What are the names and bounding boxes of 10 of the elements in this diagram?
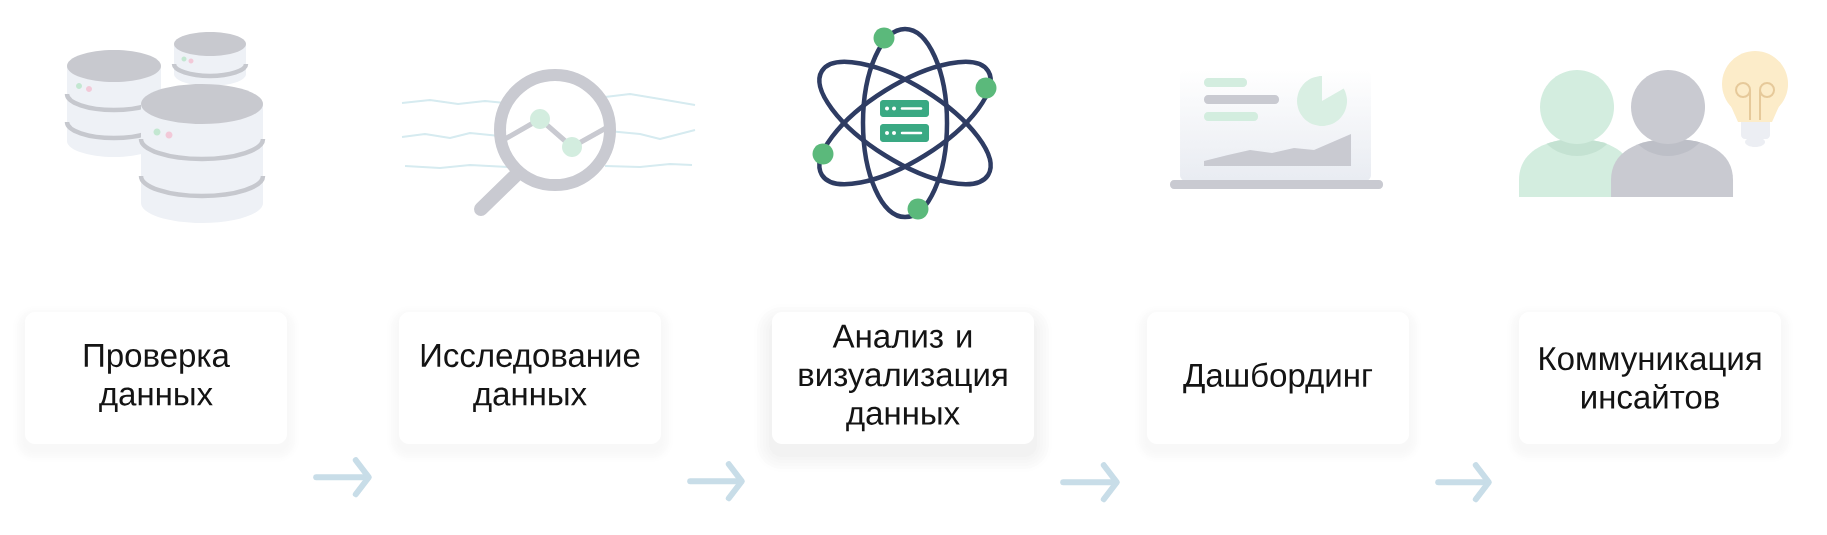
step-box: Коммуникация инсайтов [1507, 306, 1794, 462]
node-label: Дашбординг [1183, 362, 1373, 394]
step-box: Исследование данных [387, 306, 673, 462]
step-box: Дашбординг [1135, 306, 1421, 462]
step-box: Проверка данных [13, 306, 299, 462]
node-label: Коммуникация инсайтов [1540, 347, 1761, 409]
node-label: Исследование данных [421, 344, 640, 412]
node-label: Анализ и визуализация данных [799, 324, 1007, 432]
node-label: Проверка данных [84, 344, 230, 412]
step-box: Анализ и визуализация данных [754, 304, 1052, 472]
